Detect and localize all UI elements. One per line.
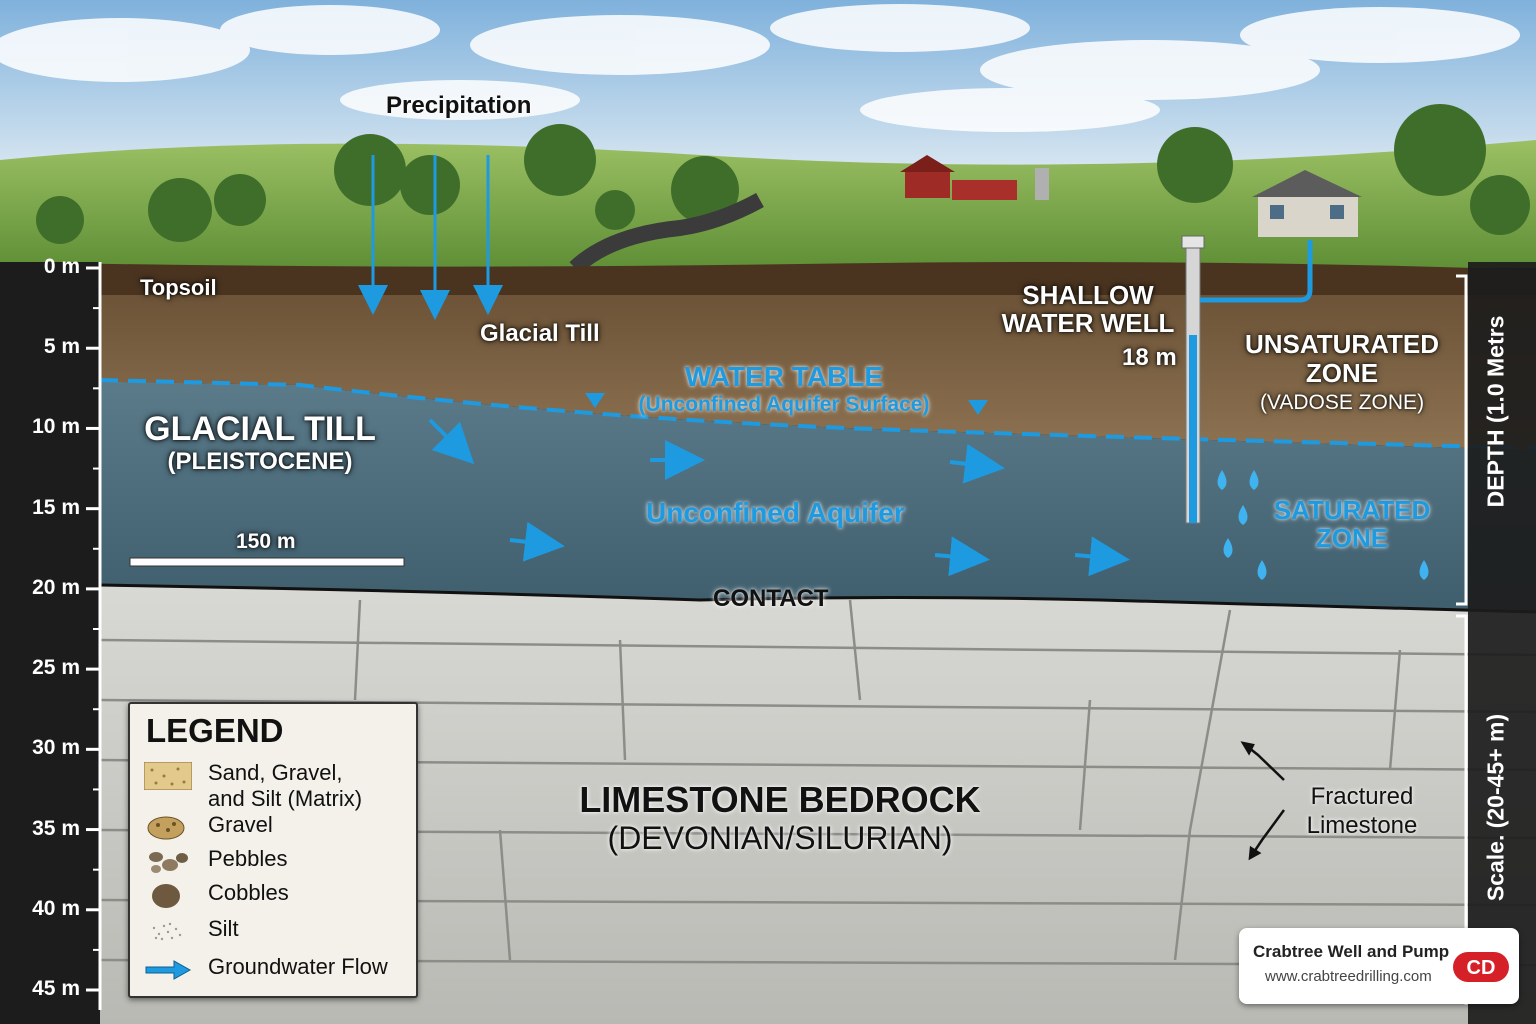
house xyxy=(1252,170,1362,237)
depth-tick-label: 35 m xyxy=(32,816,80,840)
shallow-well-line-1: SHALLOW xyxy=(1022,280,1154,310)
glacial-till-label: Glacial Till xyxy=(480,320,600,347)
fractured-line-2: Limestone xyxy=(1306,812,1418,839)
water-table-marker xyxy=(585,393,605,408)
cobble-icon xyxy=(152,884,180,908)
legend-label-cobbles: Cobbles xyxy=(208,880,289,905)
fracture-pointer-arrows xyxy=(1240,741,1286,861)
depth-tick-label: 0 m xyxy=(43,255,80,278)
right-scale-bracket xyxy=(1456,274,1468,1005)
shallow-well-label: SHALLOW WATER WELL xyxy=(1000,281,1176,337)
gravel-icon xyxy=(147,816,185,840)
fractured-line-1: Fractured xyxy=(1310,783,1414,810)
topsoil-label: Topsoil xyxy=(140,275,217,300)
unsaturated-zone-label: UNSATURATED ZONE (VADOSE ZONE) xyxy=(1232,330,1452,417)
contact-line xyxy=(99,583,1536,614)
depth-axis-panel xyxy=(0,262,100,1024)
water-table-label: WATER TABLE (Unconfined Aquifer Surface) xyxy=(600,362,968,418)
unsaturated-zone-line-3: (VADOSE ZONE) xyxy=(1259,391,1425,414)
farm-buildings xyxy=(900,155,1049,200)
svg-text:CD: CD xyxy=(1467,957,1496,979)
scale-bar xyxy=(129,557,405,567)
legend-label-pebbles: Pebbles xyxy=(208,846,288,871)
shallow-well-line-2: WATER WELL xyxy=(1001,308,1175,338)
crabtree-logo: CD xyxy=(1453,952,1509,982)
flow-arrow-icon xyxy=(145,960,192,980)
depth-tick-label: 40 m xyxy=(32,896,80,920)
depth-tick-label: 45 m xyxy=(32,977,80,1000)
depth-tick-label: 15 m xyxy=(32,495,80,519)
legend-label-sand: Sand, Gravel,and Silt (Matrix) xyxy=(208,760,362,812)
bedrock-subtitle: (DEVONIAN/SILURIAN) xyxy=(607,820,953,856)
silt-icon xyxy=(152,922,182,941)
depth-tick-label: 5 m xyxy=(43,335,80,359)
glacial-till-title: GLACIAL TILL xyxy=(144,410,376,448)
topsoil-layer xyxy=(0,262,1536,300)
depth-tick-label: 10 m xyxy=(32,415,80,439)
water-table-subtitle: (Unconfined Aquifer Surface) xyxy=(638,393,930,416)
well-depth-label: 18 m xyxy=(1122,344,1177,371)
clouds xyxy=(0,4,1520,132)
precipitation-arrows xyxy=(358,155,503,320)
legend-label-silt: Silt xyxy=(208,916,239,941)
right-depth-label-top: DEPTH (1.0 Metrs xyxy=(1482,315,1509,508)
legend-box: LEGEND Sand, Gravel,and Silt (Matrix) Gr… xyxy=(128,702,418,998)
legend-label-gravel: Gravel xyxy=(208,812,273,837)
depth-tick-label: 25 m xyxy=(32,656,80,680)
right-scale-panel xyxy=(1468,262,1536,1024)
brand-badge: Crabtree Well and Pump www.crabtreedrill… xyxy=(1239,928,1519,1004)
depth-tick-marks xyxy=(86,266,100,992)
unconfined-aquifer-label: Unconfined Aquifer xyxy=(646,497,905,528)
depth-tick-label: 30 m xyxy=(32,736,80,760)
scale-bar-label: 150 m xyxy=(236,530,296,553)
legend-label-sand-1: Sand, Gravel, xyxy=(208,760,343,785)
glacial-till-subtitle: (PLEISTOCENE) xyxy=(167,448,353,475)
water-table-title: WATER TABLE xyxy=(684,361,884,392)
road xyxy=(569,192,764,274)
unsaturated-zone-line-2: ZONE xyxy=(1305,358,1379,388)
glacial-till-pleistocene-label: GLACIAL TILL (PLEISTOCENE) xyxy=(138,410,382,476)
limestone-bedrock-label: LIMESTONE BEDROCK (DEVONIAN/SILURIAN) xyxy=(560,779,1000,857)
unsaturated-till-layer xyxy=(0,295,1536,450)
saturated-zone-label: SATURATED ZONE xyxy=(1262,496,1442,552)
brand-url: www.crabtreedrilling.com xyxy=(1265,968,1432,985)
trees xyxy=(36,104,1530,244)
pebbles-icon xyxy=(149,852,188,873)
water-table-line xyxy=(99,378,1536,450)
aquifer-layer xyxy=(0,380,1536,612)
water-table-marker xyxy=(968,400,988,415)
legend-label-flow: Groundwater Flow xyxy=(208,954,388,979)
depth-tick-label: 20 m xyxy=(32,575,80,599)
well-casing xyxy=(1181,235,1313,524)
fractured-limestone-label: Fractured Limestone xyxy=(1290,782,1434,840)
sand-swatch xyxy=(144,762,192,790)
unsaturated-zone-line-1: UNSATURATED xyxy=(1244,329,1440,359)
legend-title: LEGEND xyxy=(146,712,284,749)
bedrock-title: LIMESTONE BEDROCK xyxy=(579,779,981,820)
saturated-zone-line-2: ZONE xyxy=(1315,523,1389,553)
precipitation-label: Precipitation xyxy=(386,92,532,119)
right-depth-label-bottom: Scale. (20-45+ m) xyxy=(1482,713,1509,902)
water-drops xyxy=(1217,470,1429,580)
contact-label: CONTACT xyxy=(713,585,829,612)
groundwater-flow-arrows xyxy=(428,418,1130,577)
legend-label-sand-2: and Silt (Matrix) xyxy=(208,786,363,811)
brand-name: Crabtree Well and Pump xyxy=(1253,942,1450,961)
saturated-zone-line-1: SATURATED xyxy=(1273,495,1431,525)
